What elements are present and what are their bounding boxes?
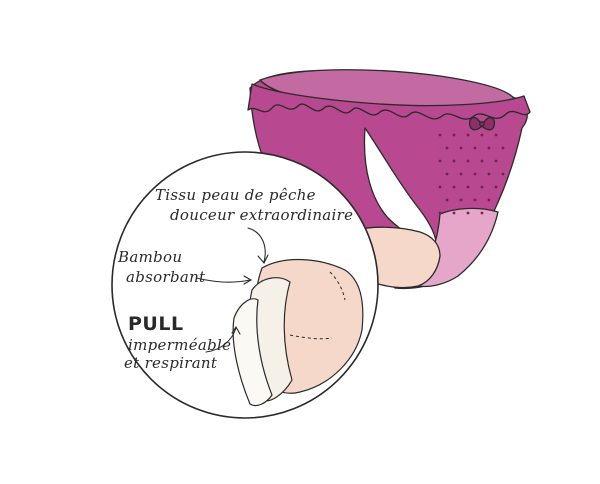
- label-bambou-line1: Bambou: [117, 248, 182, 266]
- polka-dot: [466, 133, 470, 137]
- labels: Tissu peau de pêche douceur extraordinai…: [117, 186, 353, 372]
- stitch-line-top: [329, 271, 346, 301]
- polka-dot: [438, 211, 442, 215]
- label-pull-line2: et respirant: [124, 354, 218, 372]
- polka-dot: [452, 133, 456, 137]
- polka-dot: [473, 198, 477, 202]
- polka-dot: [452, 185, 456, 189]
- garment-ruffle: [247, 83, 531, 120]
- polka-dot: [480, 211, 484, 215]
- polka-dot: [494, 185, 498, 189]
- polka-dot: [487, 172, 491, 176]
- polka-dot: [466, 159, 470, 163]
- polka-dot: [438, 185, 442, 189]
- polka-dots: [438, 133, 505, 215]
- polka-dot: [445, 172, 449, 176]
- polka-dot: [445, 198, 449, 202]
- polka-dot: [487, 146, 491, 150]
- polka-dot: [438, 133, 442, 137]
- arrowhead-pull: [231, 325, 241, 335]
- polka-dot: [438, 159, 442, 163]
- polka-dot: [452, 159, 456, 163]
- polka-dot: [459, 146, 463, 150]
- label-tissu-line2: douceur extraordinaire: [170, 206, 353, 224]
- arrow-pull: [205, 327, 237, 353]
- polka-dot: [473, 172, 477, 176]
- polka-dot: [501, 146, 505, 150]
- polka-dot: [445, 146, 449, 150]
- polka-dot: [459, 172, 463, 176]
- polka-dot: [480, 133, 484, 137]
- label-pull-title: PULL: [128, 313, 184, 335]
- polka-dot: [473, 146, 477, 150]
- label-pull-line1: imperméable: [128, 336, 231, 354]
- polka-dot: [466, 185, 470, 189]
- polka-dot: [487, 198, 491, 202]
- callout-arrows: [195, 227, 269, 353]
- polka-dot: [494, 159, 498, 163]
- polka-dot: [501, 172, 505, 176]
- arrow-tissu: [247, 227, 266, 263]
- fabric-layer-pul: [232, 298, 273, 407]
- bow-icon: [468, 117, 496, 131]
- label-bambou-line2: absorbant: [126, 268, 206, 286]
- polka-dot: [459, 198, 463, 202]
- label-tissu-line1: Tissu peau de pêche: [155, 186, 316, 204]
- arrowhead-bambou: [243, 275, 253, 285]
- arrow-bambou: [195, 277, 251, 283]
- arrowhead-tissu: [257, 254, 269, 264]
- polka-dot: [480, 185, 484, 189]
- polka-dot: [480, 159, 484, 163]
- magnifier-circle: [111, 151, 379, 419]
- polka-dot: [466, 211, 470, 215]
- polka-dot: [494, 133, 498, 137]
- polka-dot: [452, 211, 456, 215]
- underwear-garment: [247, 69, 531, 290]
